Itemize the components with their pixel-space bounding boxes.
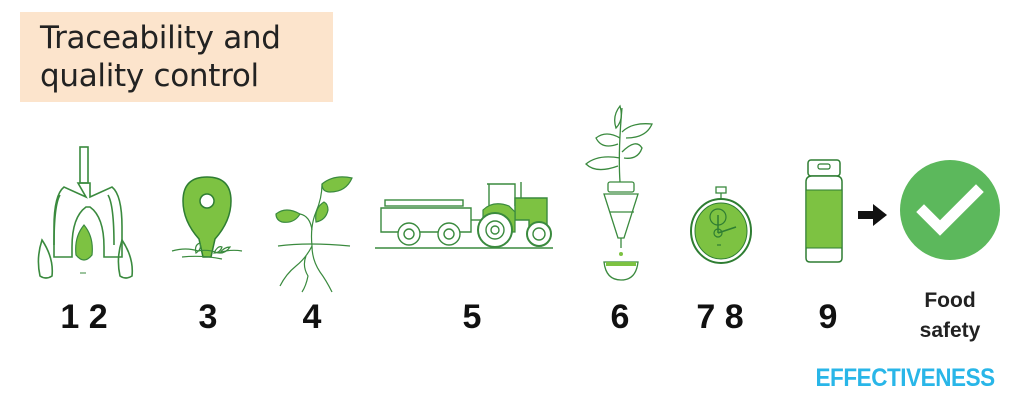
- food-safety-line-1: Food: [924, 289, 976, 312]
- title-box: Traceability and quality control: [20, 12, 333, 102]
- step-label-1-2: 1 2: [60, 298, 108, 336]
- effectiveness-label: EFFECTIVENESS: [815, 364, 996, 392]
- plant-extraction-icon: [585, 104, 653, 281]
- seedling-icon: [275, 176, 353, 293]
- step-label-6: 6: [610, 298, 630, 336]
- step-label-9: 9: [818, 298, 838, 336]
- seed-harvester-icon: [37, 146, 134, 279]
- step-label-5: 5: [462, 298, 482, 336]
- stopwatch-icon: [690, 186, 752, 264]
- bottle-icon: [805, 159, 843, 263]
- title-line-2: quality control: [40, 58, 259, 94]
- tractor-trailer-icon: [375, 182, 553, 249]
- step-label-3: 3: [198, 298, 218, 336]
- title-line-1: Traceability and: [40, 20, 281, 56]
- food-safety-label: Food safety: [900, 286, 1000, 346]
- location-pin-icon: [171, 176, 243, 260]
- arrow-right-icon: [858, 204, 887, 226]
- step-label-7-8: 7 8: [696, 298, 744, 336]
- step-label-4: 4: [302, 298, 322, 336]
- food-safety-line-2: safety: [919, 319, 981, 342]
- checkmark-circle-icon: [900, 160, 1000, 260]
